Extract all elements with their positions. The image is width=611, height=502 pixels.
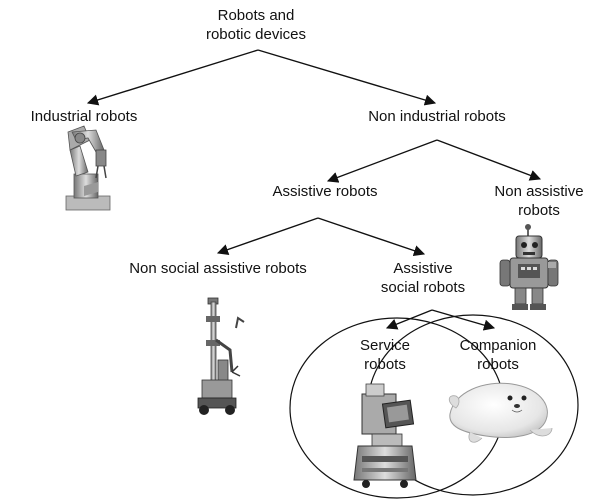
industrial-robot-arm-picture (65, 125, 111, 211)
toy-tin-robot-picture (499, 224, 559, 310)
edge-non-industrial-to-assistive (326, 139, 438, 183)
service-robots-label: Service robots (359, 337, 411, 373)
seal-companion-robot-picture (448, 382, 553, 443)
edge-assistive-to-assistive-social (317, 217, 426, 257)
non-industrial-robots-label: Non industrial robots (368, 108, 506, 125)
edge-assistive-to-non-social (216, 217, 319, 255)
root-node-label: Robots and robotic devices (205, 7, 307, 43)
non-assistive-robots-label: Non assistive robots (494, 183, 584, 219)
industrial-robots-label: Industrial robots (30, 108, 138, 125)
edge-non-industrial-to-non-assistive (436, 139, 542, 181)
assistive-robots-label: Assistive robots (272, 183, 378, 200)
edge-root-to-industrial (86, 49, 259, 106)
assistive-social-robots-label: Assistive social robots (380, 260, 466, 296)
service-robot-picture (353, 383, 417, 488)
non-social-assistive-robots-label: Non social assistive robots (129, 260, 307, 277)
edge-root-to-non-industrial (257, 49, 437, 106)
companion-robots-label: Companion robots (459, 337, 537, 373)
edge-assistive-social-to-companion (431, 309, 496, 331)
mobile-manipulator-robot-picture (197, 297, 245, 415)
tree-edges (86, 49, 542, 331)
